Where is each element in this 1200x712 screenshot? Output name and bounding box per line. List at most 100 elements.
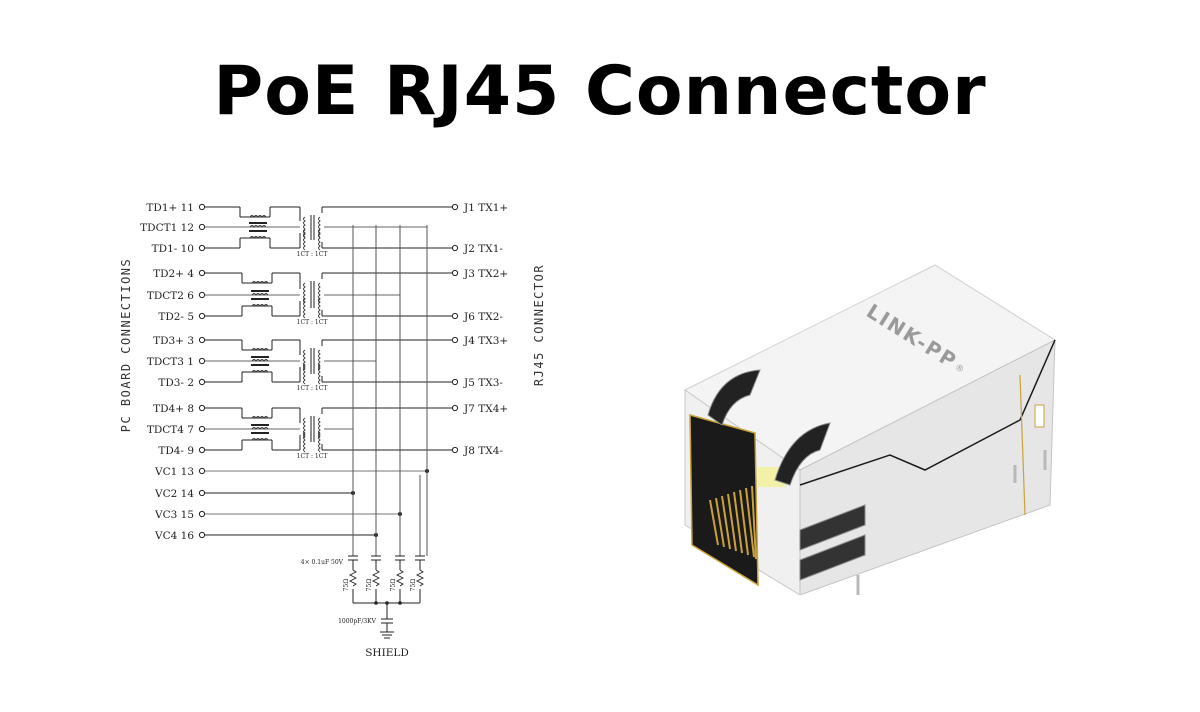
common-mode-choke-coil xyxy=(251,304,269,307)
pc-board-connections-label: PC BOARD CONNECTIONS xyxy=(119,258,133,433)
transformer-ratio-label: 1CT : 1CT xyxy=(297,319,328,326)
transformer-primary-coil xyxy=(303,431,306,453)
transformer-secondary-coil xyxy=(318,431,321,453)
transformer-primary-coil xyxy=(303,417,306,439)
rj45-pin-terminal xyxy=(451,269,459,277)
rj45-connector-label: RJ45 CONNECTOR xyxy=(532,264,546,386)
pc-pin-terminal xyxy=(198,244,206,252)
pc-pin-label: TDCT4 7 xyxy=(147,424,194,436)
common-mode-choke-coil xyxy=(249,225,267,228)
rj45-pin-terminal xyxy=(451,312,459,320)
resistor-symbol xyxy=(371,569,381,587)
pc-pin-label: TD2+ 4 xyxy=(153,268,194,280)
common-mode-choke-coil xyxy=(251,293,269,296)
transformer-secondary-coil xyxy=(318,229,321,251)
ground-tab xyxy=(799,534,866,581)
pc-pin-terminal xyxy=(198,269,206,277)
common-mode-choke-coil xyxy=(251,348,269,351)
shell-side xyxy=(799,339,1056,595)
transformer-primary-coil xyxy=(303,229,306,251)
capacitor-label: 4× 0.1uF 50V xyxy=(301,559,344,566)
common-mode-choke-coil xyxy=(249,215,267,218)
transformer-primary-coil xyxy=(303,349,306,371)
shield-label: SHIELD xyxy=(365,647,409,659)
rj45-pin-label: J7 TX4+ xyxy=(463,403,508,415)
shield-capacitor-label: 1000pF/3KV xyxy=(338,618,377,625)
ground-tab xyxy=(799,504,866,551)
pc-pin-terminal xyxy=(198,357,206,365)
transformer-secondary-coil xyxy=(318,363,321,385)
rj45-pin-terminal xyxy=(451,203,459,211)
junction-dot xyxy=(398,601,402,605)
page-title: PoE RJ45 Connector xyxy=(213,52,987,131)
gold-edge xyxy=(1019,374,1026,516)
pc-pin-label: TD3- 2 xyxy=(158,377,194,389)
choke-core xyxy=(251,290,269,292)
common-mode-choke-coil xyxy=(251,427,269,430)
pc-pin-label: TDCT3 1 xyxy=(147,356,194,368)
pc-pin-label: VC1 13 xyxy=(154,466,194,478)
junction-dot xyxy=(374,601,378,605)
rj45-pin-label: J4 TX3+ xyxy=(463,335,508,347)
pc-pin-label: TD3+ 3 xyxy=(153,335,194,347)
choke-core xyxy=(251,298,269,300)
pc-pin-label: TD2- 5 xyxy=(158,311,194,323)
pcb-legs xyxy=(856,450,1047,595)
pc-pin-label: TD4+ 8 xyxy=(153,403,194,415)
rj45-pin-label: J8 TX4- xyxy=(463,445,503,457)
choke-core xyxy=(251,356,269,358)
common-mode-choke-coil xyxy=(251,416,269,419)
common-mode-choke-coil xyxy=(251,359,269,362)
pc-pin-terminal xyxy=(198,425,206,433)
resistor-label: 75Ω xyxy=(343,579,350,592)
pc-pin-label: VC3 15 xyxy=(154,509,194,521)
pc-pin-terminal xyxy=(198,312,206,320)
registered-mark: ® xyxy=(953,362,966,375)
common-mode-choke-coil xyxy=(251,370,269,373)
rj45-pin-terminal xyxy=(451,378,459,386)
pc-pin-terminal xyxy=(198,467,206,475)
pc-pin-terminal xyxy=(198,378,206,386)
shell-seam xyxy=(799,339,1056,486)
rj45-pin-label: J1 TX1+ xyxy=(463,202,508,214)
pc-pin-label: VC2 14 xyxy=(154,488,194,500)
transformer-ratio-label: 1CT : 1CT xyxy=(297,385,328,392)
resistor-symbol xyxy=(395,569,405,587)
side-window xyxy=(1034,404,1045,428)
rj45-pin-label: J6 TX2- xyxy=(463,311,503,323)
pc-pin-terminal xyxy=(198,223,206,231)
transformer-primary-coil xyxy=(303,282,306,304)
transformer-secondary-coil xyxy=(318,349,321,371)
choke-core xyxy=(251,432,269,434)
pc-pin-terminal xyxy=(198,446,206,454)
resistor-symbol xyxy=(348,569,358,587)
rj45-pin-terminal xyxy=(451,446,459,454)
pc-pin-terminal xyxy=(198,404,206,412)
pc-pin-terminal xyxy=(198,510,206,518)
pc-pin-label: TD4- 9 xyxy=(158,445,194,457)
common-mode-choke-coil xyxy=(251,281,269,284)
contact-pins xyxy=(709,485,757,560)
pc-pin-label: TD1+ 11 xyxy=(146,202,194,214)
choke-core xyxy=(251,424,269,426)
choke-core xyxy=(249,230,267,232)
rj45-pin-label: J5 TX3- xyxy=(463,377,503,389)
transformer-ratio-label: 1CT : 1CT xyxy=(297,453,328,460)
transformer-primary-coil xyxy=(303,363,306,385)
ground-tab xyxy=(774,422,831,486)
pc-pin-terminal xyxy=(198,203,206,211)
rj45-connector-photo: LINK-PP ® xyxy=(684,264,1057,595)
rj45-pin-terminal xyxy=(451,244,459,252)
pc-pin-label: VC4 16 xyxy=(154,530,194,542)
pc-pin-label: TD1- 10 xyxy=(152,243,194,255)
transformer-secondary-coil xyxy=(318,282,321,304)
transformer-ratio-label: 1CT : 1CT xyxy=(297,251,328,258)
common-mode-choke-coil xyxy=(249,236,267,239)
pc-pin-terminal xyxy=(198,291,206,299)
pc-pin-terminal xyxy=(198,489,206,497)
ground-tab xyxy=(707,369,761,426)
rj45-pin-label: J2 TX1- xyxy=(463,243,503,255)
pc-pin-label: TDCT1 12 xyxy=(140,222,194,234)
transformer-secondary-coil xyxy=(318,417,321,439)
